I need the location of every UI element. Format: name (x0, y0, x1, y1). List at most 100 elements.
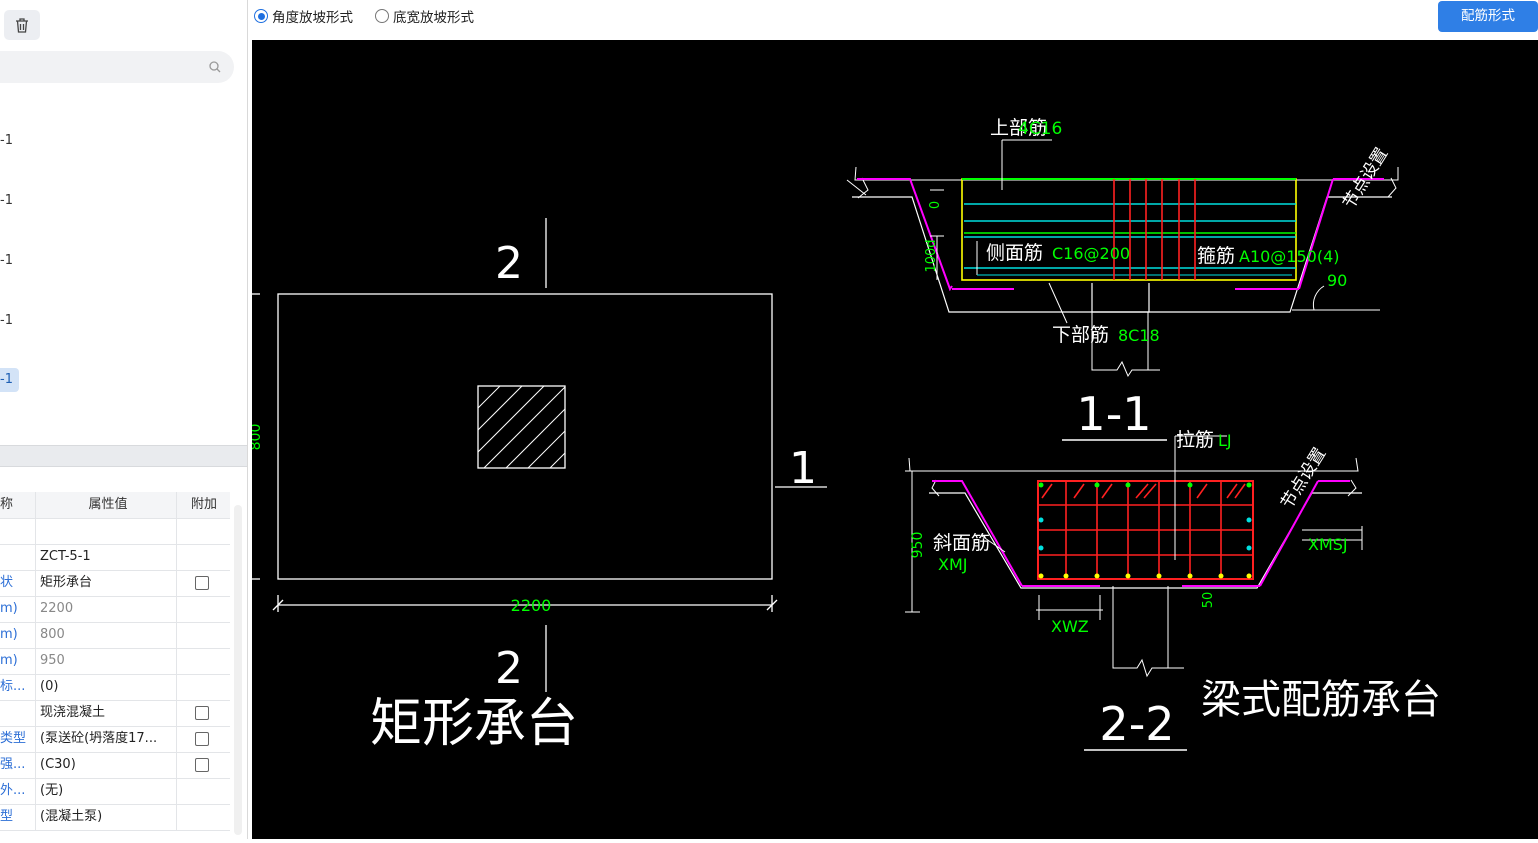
label-slope-bar: 斜面筋 (933, 532, 990, 554)
property-extra (178, 674, 230, 700)
property-value[interactable]: 800 (36, 622, 177, 648)
property-row[interactable] (0, 518, 230, 545)
property-name: 型 (0, 804, 36, 830)
property-value[interactable]: (无) (36, 778, 177, 804)
property-row[interactable]: m)800 (0, 622, 230, 649)
radio-width-slope[interactable]: 底宽放坡形式 (375, 7, 474, 26)
label-bottom-bar: 下部筋 (1052, 324, 1109, 346)
property-name: 状 (0, 570, 36, 596)
property-name: 强... (0, 752, 36, 778)
tree-item[interactable]: -1 (0, 249, 13, 273)
label-stirrup-spec: A10@150(4) (1239, 247, 1340, 266)
label-slope-bar-spec: XMJ (938, 555, 967, 574)
property-value[interactable]: 矩形承台 (36, 570, 177, 596)
rebar-config-button[interactable]: 配筋形式 (1438, 1, 1538, 32)
tree-item[interactable]: -1 (0, 309, 13, 333)
section-mark-2-top: 2 (495, 238, 523, 289)
attach-checkbox[interactable] (195, 758, 209, 772)
label-tie-bar: 拉筋 (1176, 429, 1214, 451)
property-extra (178, 648, 230, 674)
section-2-2-title: 2-2 (1099, 697, 1174, 751)
tree-item-label: -1 (0, 372, 13, 387)
label-xwz: XWZ (1051, 617, 1089, 636)
section-2-2-rebar-dots (1038, 482, 1252, 579)
tree-item-label: -1 (0, 253, 13, 268)
property-value[interactable]: (泵送砼(坍落度17... (36, 726, 177, 752)
property-value[interactable]: 2200 (36, 596, 177, 622)
section-1-1 (846, 139, 1399, 441)
cad-drawing: 2 2 1 2200 800 矩形承台 (248, 117, 1441, 754)
radio-angle-slope[interactable]: 角度放坡形式 (254, 7, 353, 26)
section-mark-2-bottom: 2 (495, 643, 523, 694)
label-side-bar: 侧面筋 (986, 242, 1043, 264)
property-row[interactable]: 外...(无) (0, 778, 230, 805)
property-value[interactable] (36, 518, 177, 544)
label-top-bar: 上部筋 (990, 117, 1047, 139)
vertical-scrollbar[interactable] (234, 505, 242, 835)
property-extra (178, 804, 230, 830)
header-value: 属性值 (36, 492, 177, 518)
property-value[interactable]: 950 (36, 648, 177, 674)
label-node-setting-2: 节点设置 (1277, 444, 1330, 512)
property-extra (178, 570, 230, 596)
attach-checkbox[interactable] (195, 576, 209, 590)
radio-label: 角度放坡形式 (272, 10, 353, 26)
attach-checkbox[interactable] (195, 706, 209, 720)
grid-header: 称 属性值 附加 (0, 492, 230, 519)
attach-checkbox[interactable] (195, 732, 209, 746)
property-row[interactable]: 型(混凝土泵) (0, 804, 230, 831)
dim-100d: 100d (924, 239, 939, 272)
property-extra (178, 752, 230, 778)
tree-item[interactable]: -1 (0, 189, 13, 213)
property-value[interactable]: ZCT-5-1 (36, 544, 177, 570)
label-stirrup: 箍筋 (1197, 245, 1235, 267)
property-extra (178, 518, 230, 544)
property-extra (178, 622, 230, 648)
label-bottom-bar-spec: 8C18 (1118, 326, 1160, 345)
property-row[interactable]: m)950 (0, 648, 230, 675)
radio-label: 底宽放坡形式 (393, 10, 474, 26)
dim-950: 950 (910, 532, 926, 559)
label-angle: 90 (1327, 271, 1347, 290)
property-row[interactable]: 标...(0) (0, 674, 230, 701)
property-value[interactable]: (0) (36, 674, 177, 700)
property-row[interactable]: ZCT-5-1 (0, 544, 230, 571)
property-name: m) (0, 648, 36, 674)
property-name: 标... (0, 674, 36, 700)
property-name: 外... (0, 778, 36, 804)
section-mark-1: 1 (789, 443, 817, 494)
label-top-bar-spec: 4C16 (1018, 119, 1062, 139)
tree-item-selected[interactable]: -1 (0, 368, 19, 392)
tree-item[interactable]: -1 (0, 129, 13, 153)
search-icon (209, 61, 221, 73)
property-value[interactable]: 现浇混凝土 (36, 700, 177, 726)
property-row[interactable]: 现浇混凝土 (0, 700, 230, 727)
tree-item-label: -1 (0, 133, 13, 148)
delete-button[interactable] (4, 10, 40, 40)
property-name: m) (0, 622, 36, 648)
dim-height: 800 (252, 424, 264, 451)
property-value[interactable]: (C30) (36, 752, 177, 778)
panel-splitter[interactable] (0, 445, 247, 467)
property-row[interactable]: m)2200 (0, 596, 230, 623)
property-name: 类型 (0, 726, 36, 752)
property-row[interactable]: 类型(泵送砼(坍落度17... (0, 726, 230, 753)
cad-canvas[interactable]: 2 2 1 2200 800 矩形承台 (248, 40, 1538, 839)
section-2-2 (905, 435, 1363, 751)
property-row[interactable]: 强...(C30) (0, 752, 230, 779)
property-extra (178, 544, 230, 570)
property-value[interactable]: (混凝土泵) (36, 804, 177, 830)
property-name (0, 544, 36, 570)
trash-icon (16, 17, 28, 33)
tree-item-label: -1 (0, 193, 13, 208)
label-xmsj: XMSJ (1308, 535, 1348, 554)
property-extra (178, 596, 230, 622)
beam-cap-title: 梁式配筋承台 (1201, 677, 1441, 723)
property-extra (178, 700, 230, 726)
header-extra: 附加 (190, 497, 217, 512)
tree-item-label: -1 (0, 313, 13, 328)
search-input[interactable] (0, 51, 234, 83)
property-row[interactable]: 状矩形承台 (0, 570, 230, 597)
property-name (0, 700, 36, 726)
